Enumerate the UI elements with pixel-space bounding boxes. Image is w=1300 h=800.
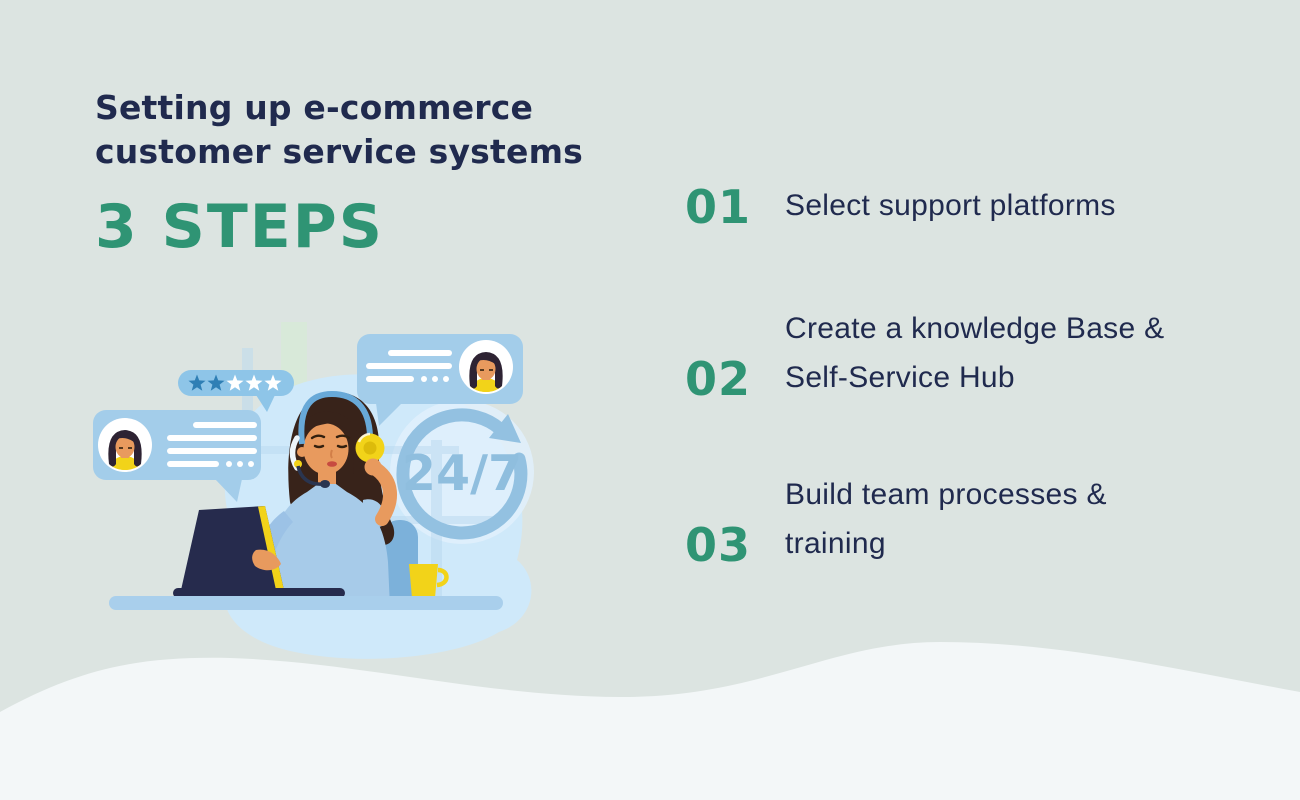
chat-text-lines	[366, 350, 452, 382]
lips	[327, 461, 337, 467]
step-label-2: Create a knowledge Base & Self-Service H…	[785, 304, 1164, 404]
hand-on-laptop	[252, 549, 281, 571]
right-forearm	[369, 462, 397, 526]
chat-text-lines	[167, 422, 257, 467]
shirt	[269, 484, 390, 608]
laptop-base	[173, 588, 345, 598]
step-label-1-line1: Select support platforms	[785, 189, 1116, 222]
face	[303, 423, 349, 475]
header: Setting up e-commerce customer service s…	[95, 86, 583, 262]
step-row-1: 01 Select support platforms	[685, 181, 1116, 232]
circular-arrow-icon	[396, 408, 528, 540]
subtitle-3-steps: 3 STEPS	[95, 192, 384, 262]
arrowhead-icon	[489, 414, 521, 443]
step-label-1: Select support platforms	[785, 181, 1116, 232]
step-number-1: 01	[685, 180, 752, 234]
desk	[109, 596, 503, 610]
coffee-mug-icon	[409, 564, 449, 598]
hair-fringe	[301, 411, 357, 440]
customer-chat-bubble-right-icon	[357, 334, 523, 426]
headset-band	[298, 390, 373, 445]
step-row-2: 02 Create a knowledge Base & Self-Servic…	[685, 304, 1164, 404]
step-label-3: Build team processes & training	[785, 470, 1107, 570]
step-label-3-line1: Build team processes &	[785, 478, 1107, 511]
hand	[364, 458, 382, 476]
laptop-screen	[181, 506, 284, 590]
step-number-2: 02	[685, 352, 752, 406]
24-7-availability-badge: 24/7	[396, 408, 528, 540]
badge-247-text: 24/7	[402, 445, 522, 502]
step-label-3-line2: training	[785, 527, 886, 560]
step-number-3: 03	[685, 518, 752, 572]
page-title-line1: Setting up e-commerce	[95, 88, 534, 127]
page-title: Setting up e-commerce customer service s…	[95, 86, 583, 174]
star-rating-bubble-icon	[178, 370, 294, 412]
step-row-3: 03 Build team processes & training	[685, 470, 1107, 570]
laptop-icon	[173, 506, 345, 598]
page-title-line2: customer service systems	[95, 132, 584, 171]
customer-chat-bubble-left-icon	[93, 410, 261, 502]
support-agent-illustration: 24/7	[93, 322, 534, 659]
face-features	[310, 434, 351, 449]
step-label-2-line1: Create a knowledge Base &	[785, 312, 1165, 345]
step-label-2-line2: Self-Service Hub	[785, 361, 1015, 394]
